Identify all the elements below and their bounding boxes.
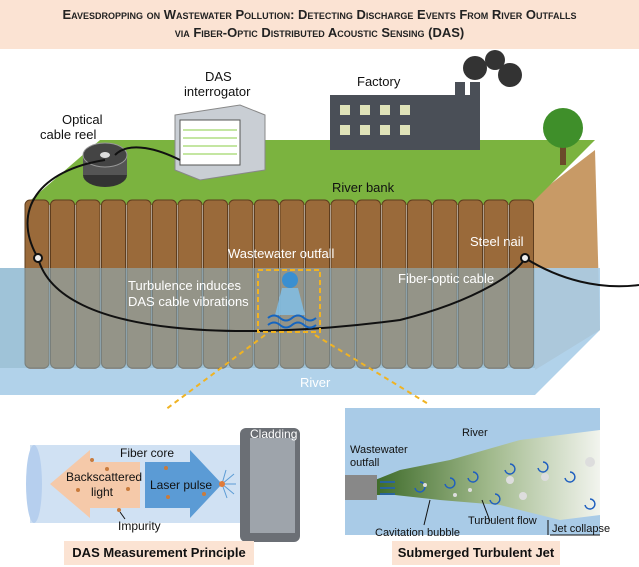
steel-nail-right [520,253,530,263]
label-jet-collapse: Jet collapse [552,523,610,535]
label-backscattered-1: Backscattered [66,470,142,484]
interrogator-cable [114,146,181,161]
label-optical-cable-reel-1: Optical [62,112,103,127]
tree-icon [543,108,583,165]
label-turbulent-flow: Turbulent flow [468,515,537,527]
caption-turbulent-jet: Submerged Turbulent Jet [392,541,560,565]
label-factory: Factory [357,74,401,89]
label-jet-outfall-2: outfall [350,457,379,469]
caption-das-measurement: DAS Measurement Principle [64,541,254,565]
zoom-arrow-right [314,334,431,406]
outfall-jet-icon [267,272,317,329]
label-das-interrogator-2: interrogator [184,84,251,99]
label-turbulence-1: Turbulence induces [128,278,241,293]
fiber-optic-cable [26,159,639,333]
laser-pulse-arrow [145,450,222,518]
label-fiber-optic-cable: Fiber-optic cable [398,271,494,286]
zoom-arrow-left [164,334,266,411]
grass-top [25,140,595,205]
label-turbulence-2: DAS cable vibrations [128,294,249,309]
factory-icon [330,50,522,150]
label-das-interrogator-1: DAS [205,69,232,84]
label-optical-cable-reel-2: cable reel [40,127,96,142]
label-river: River [300,375,331,390]
label-laser-pulse: Laser pulse [150,478,212,492]
label-impurity: Impurity [118,519,161,533]
label-steel-nail: Steel nail [470,234,524,249]
das-interrogator-icon [174,104,266,181]
label-fiber-core: Fiber core [120,446,174,460]
backscattered-arrow [50,450,140,518]
cable-reel-icon [82,142,128,187]
label-jet-outfall-1: Wastewater [350,444,408,456]
label-wastewater-outfall: Wastewater outfall [228,246,335,261]
title-banner: Eavesdropping on Wastewater Pollution: D… [0,0,639,49]
water-overlay [0,268,535,368]
label-cladding: Cladding [250,427,297,441]
das-measurement-panel: Cladding Fiber core Backscattered light … [26,427,300,542]
title-line-1: Eavesdropping on Wastewater Pollution: D… [62,7,577,22]
label-backscattered-2: light [91,485,114,499]
title-line-2: via Fiber-Optic Distributed Acoustic Sen… [174,25,465,40]
label-river-bank: River bank [332,180,395,195]
turbulent-jet-panel: River Wastewater outfall Cavitation bubb… [345,408,610,539]
outfall-highlight-box [257,269,321,333]
steel-nail-left [33,253,43,263]
label-cavitation-bubble: Cavitation bubble [375,527,460,539]
label-jet-river: River [462,427,488,439]
